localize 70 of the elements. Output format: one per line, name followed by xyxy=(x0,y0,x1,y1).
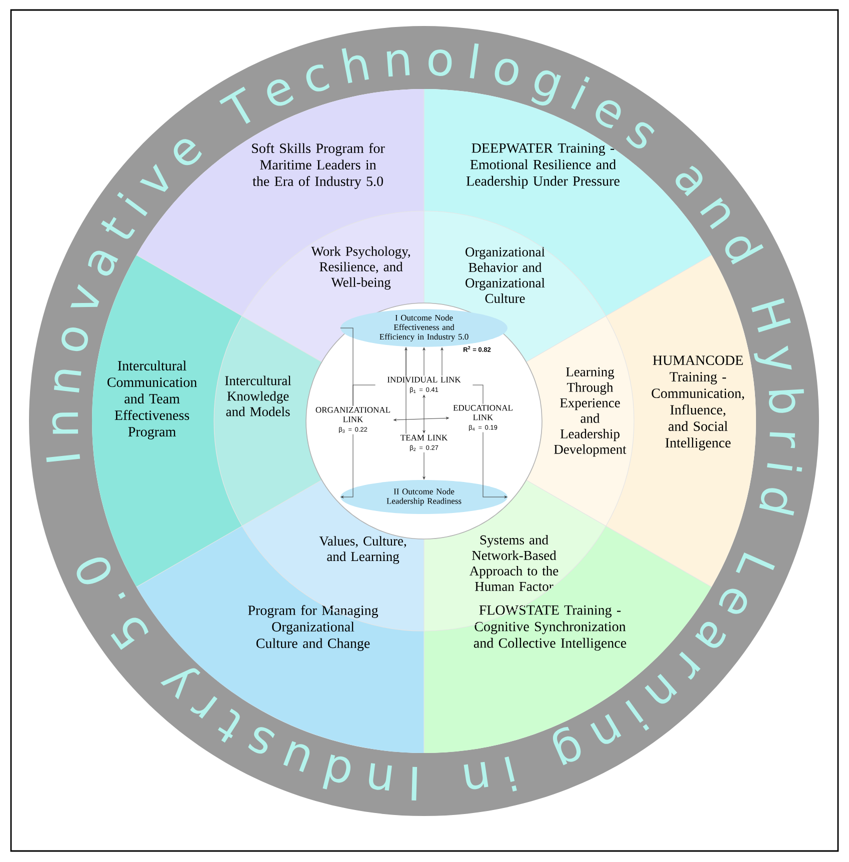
diagram-title: i xyxy=(117,192,148,216)
node-text: FLOWSTATE Training - Cognitive Synchronization and Collective Intelligence xyxy=(474,605,626,651)
diagram-title: i xyxy=(766,463,802,472)
diagram-title: n xyxy=(368,763,392,791)
diagram-title: u xyxy=(283,741,310,772)
diagram-title: 0 xyxy=(76,557,111,584)
diagram-title: s xyxy=(626,122,655,148)
connector-arrow xyxy=(394,416,449,422)
diagram-title: n xyxy=(54,370,82,393)
node-text: HUMANCODE Training - Communication, Influence, and Social Intelligence xyxy=(652,356,744,450)
diagram-title: d xyxy=(759,488,794,516)
diagram-title: a xyxy=(695,622,726,648)
node-text: Work Psychology, Resilience, and Well-being xyxy=(311,246,410,290)
diagram-title: n xyxy=(464,762,488,790)
diagram-title: r xyxy=(770,432,796,448)
node-text: Program for Managing Organizational Culture and Change xyxy=(248,605,378,651)
topic-segment: Learning Through Experience and Leadership Development xyxy=(526,316,634,526)
diagram-title: l xyxy=(470,43,479,79)
diagram-title: t xyxy=(101,217,136,239)
node-text: Intercultural Knowledge and Models xyxy=(225,376,292,416)
connector-arrow xyxy=(472,384,484,404)
connector-arrow xyxy=(422,452,426,480)
diagram-title: g xyxy=(552,726,581,766)
diagram-title: . xyxy=(118,592,126,599)
diagram-title: a xyxy=(88,250,118,276)
diagram-title: o xyxy=(62,328,88,352)
diagram-title: d xyxy=(322,754,350,790)
node-text: Intercultural Communication and Team Effectiveness Program xyxy=(107,360,197,440)
diagram-title: o xyxy=(494,58,518,86)
diagram-title: s xyxy=(248,727,275,754)
connector-arrow xyxy=(340,434,354,498)
connector-arrow xyxy=(440,348,444,376)
node-text: Organizational Behavior and Organizational Culture xyxy=(466,247,545,303)
diagram-title: n xyxy=(52,412,78,434)
diagram-title: c xyxy=(306,64,330,92)
diagram-title: e xyxy=(718,588,748,614)
diagram-title: a xyxy=(676,166,702,196)
connector-arrow xyxy=(422,348,426,376)
node-text: Soft Skills Program for Maritime Leaders in the Era of Industry 5.0 xyxy=(252,143,385,189)
diagram-title: b xyxy=(768,389,804,413)
diagram-title: L xyxy=(736,552,775,574)
diagram-title: v xyxy=(70,284,100,308)
diagram-title: n xyxy=(386,50,410,77)
diagram-title: n xyxy=(700,197,730,230)
diagram-title: I xyxy=(46,454,80,462)
diagram-title: n xyxy=(590,714,622,744)
connector-arrow xyxy=(352,384,376,406)
diagram-title: y xyxy=(754,345,792,370)
connector-arrow xyxy=(422,394,426,434)
diagram-title: e xyxy=(174,139,202,166)
diagram-title: e xyxy=(596,100,621,128)
diagram-title: o xyxy=(428,50,452,76)
diagram-title: i xyxy=(504,756,517,792)
connector-arrow xyxy=(482,432,508,498)
diagram-title: g xyxy=(531,70,562,106)
diagram-title: t xyxy=(218,708,240,743)
node-text: Values, Culture, and Learning xyxy=(319,536,406,564)
diagram-title: i xyxy=(571,76,590,110)
diagram-title: H xyxy=(751,298,791,332)
diagram-title: I xyxy=(412,766,418,800)
diagram-title: e xyxy=(267,79,294,106)
node-text: Learning Through Experience and Leadership Development xyxy=(554,367,626,457)
diagram-title: 5 xyxy=(110,618,149,650)
node-text: DEEPWATER Training - Emotional Resilience and Leadership Under Pressure xyxy=(466,143,620,189)
diagram-title: d xyxy=(725,236,764,264)
diagram-title: v xyxy=(140,164,168,192)
diagram-title: T xyxy=(219,86,251,124)
diagram-title: h xyxy=(342,48,369,84)
diagram-title: r xyxy=(679,652,700,680)
node-text: Systems and Network-Based Approach to the Human Factor xyxy=(470,535,558,591)
